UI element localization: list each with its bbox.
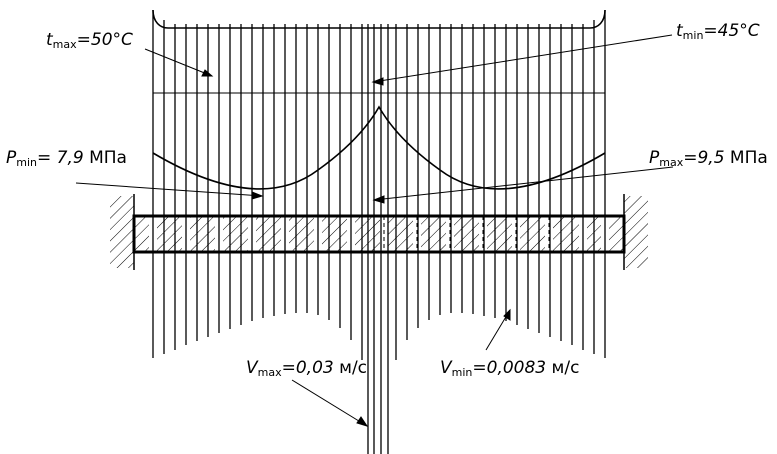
label-t-max: tmax=50°C bbox=[46, 30, 133, 51]
svg-text:Pmax=9,5 МПа: Pmax=9,5 МПа bbox=[649, 148, 768, 169]
svg-text:tmax=50°C: tmax=50°C bbox=[46, 30, 133, 51]
right-wall-hatching bbox=[624, 196, 648, 268]
top-frame-curve bbox=[152, 9, 606, 29]
label-v-min: Vmin=0,0083 м/с bbox=[440, 358, 579, 379]
leader-arrows bbox=[75, 34, 674, 427]
svg-text:tmin=45°C: tmin=45°C bbox=[676, 21, 760, 42]
pressure-profile-curve bbox=[152, 105, 606, 190]
label-p-max: Pmax=9,5 МПа bbox=[649, 148, 768, 169]
label-v-max: Vmax=0,03 м/с bbox=[246, 358, 367, 379]
svg-text:Vmax=0,03 м/с: Vmax=0,03 м/с bbox=[246, 358, 367, 379]
svg-text:Pmin= 7,9 МПа: Pmin= 7,9 МПа bbox=[6, 148, 127, 169]
left-wall-hatching bbox=[110, 196, 134, 268]
label-p-min: Pmin= 7,9 МПа bbox=[6, 148, 127, 169]
label-t-min: tmin=45°C bbox=[676, 21, 760, 42]
svg-text:Vmin=0,0083 м/с: Vmin=0,0083 м/с bbox=[440, 358, 579, 379]
velocity-lines bbox=[152, 10, 606, 454]
membrane-outline bbox=[132, 214, 626, 254]
